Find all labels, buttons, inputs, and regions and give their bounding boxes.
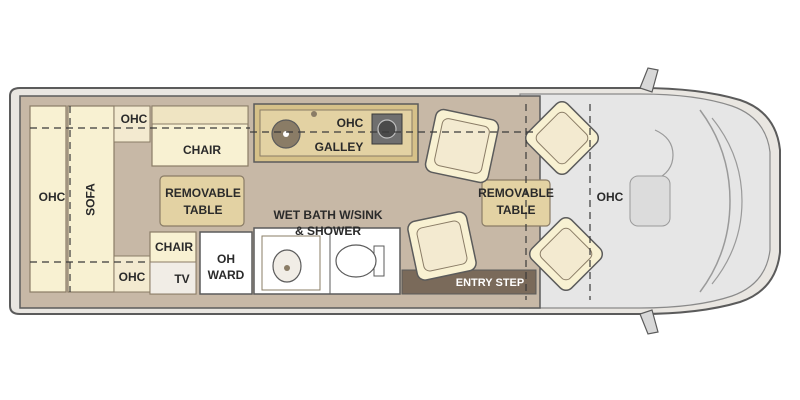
label-wet-bath-1: WET BATH W/SINK <box>273 208 383 222</box>
ohc-dashed-outlines <box>30 104 591 300</box>
steering-wheel <box>654 129 674 181</box>
label-oh-ward-2: WARD <box>207 268 245 282</box>
swivel-chair-rear-bottom <box>407 211 477 281</box>
dashboard <box>699 109 731 293</box>
label-ohc-bottom-left: OHC <box>118 270 146 284</box>
cab-seat-driver <box>524 100 600 176</box>
removable-table-rear <box>159 175 245 227</box>
sofa-cushion-back <box>29 105 67 293</box>
windshield <box>711 117 743 285</box>
label-ohc-left-end: OHC <box>38 190 66 204</box>
label-tv: TV <box>174 272 190 286</box>
label-chair-bottom: CHAIR <box>155 240 193 254</box>
tv-cabinet <box>149 261 197 295</box>
toilet <box>335 244 377 278</box>
sofa-cushion-seat <box>67 105 115 293</box>
label-removable-table-rear-1: REMOVABLE <box>165 186 241 200</box>
label-sofa: SOFA <box>83 183 98 216</box>
oh-ward <box>199 231 253 295</box>
label-wet-bath-2: & SHOWER <box>295 224 361 238</box>
label-removable-table-rear-2: TABLE <box>183 203 223 217</box>
swivel-chair-rear-top <box>424 108 500 184</box>
label-ohc-top-left: OHC <box>120 112 148 126</box>
label-oh-ward-1: OH <box>217 252 235 266</box>
right-mirror <box>639 309 659 335</box>
label-ohc-cab: OHC <box>596 190 624 204</box>
engine-cover <box>629 175 671 227</box>
cab-seat-passenger <box>528 216 604 292</box>
label-galley: GALLEY <box>314 140 364 154</box>
sofa-end-top <box>113 105 151 143</box>
label-removable-table-front-2: TABLE <box>496 203 536 217</box>
label-entry-step: ENTRY STEP <box>455 277 525 289</box>
label-chair-top: CHAIR <box>183 143 221 157</box>
left-mirror <box>639 67 659 93</box>
removable-table-front <box>481 179 551 227</box>
label-removable-table-front-1: REMOVABLE <box>478 186 554 200</box>
label-ohc-galley: OHC <box>336 116 364 130</box>
